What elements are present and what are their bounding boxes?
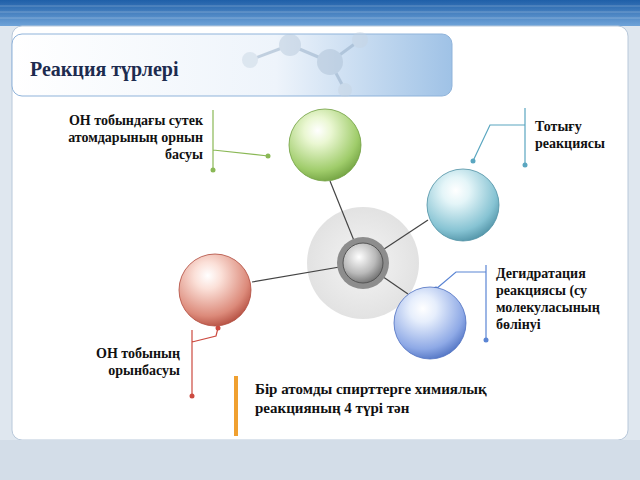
top-band [0, 0, 640, 26]
sphere-node: Дегидратация реакциясы (су молекуласының… [393, 286, 467, 360]
node-label: ОН тобының орынбасуы [40, 345, 180, 379]
slide-title: Реакция түрлері [30, 58, 178, 81]
sphere-outline [426, 168, 500, 242]
sphere-outline [393, 286, 467, 360]
center-sphere [343, 243, 383, 283]
content-panel [12, 26, 628, 440]
note-bar [234, 376, 238, 436]
sphere [427, 169, 499, 241]
spokes [252, 181, 428, 294]
sphere-outline [178, 253, 252, 327]
sphere-node: ОН тобының орынбасуы [178, 253, 252, 327]
center-ring [337, 237, 389, 289]
sphere [289, 109, 361, 181]
summary-note: Бір атомды спирттерге химиялық реакцияны… [255, 380, 525, 418]
bottom-band [0, 440, 640, 480]
node-label: Тотығу реакциясы [535, 118, 627, 152]
title-banner [12, 34, 452, 96]
band-stripes [0, 6, 640, 18]
sphere-node: Тотығу реакциясы [426, 168, 500, 242]
node-label: Дегидратация реакциясы (су молекуласының… [496, 265, 624, 333]
sphere-node: ОН тобындағы сутек атомдарының орнын бас… [288, 108, 362, 182]
sphere-outline [288, 108, 362, 182]
node-label: ОН тобындағы сутек атомдарының орнын бас… [53, 112, 203, 163]
molecule-illustration [242, 32, 368, 97]
sphere [179, 254, 251, 326]
leader-lines [192, 108, 525, 396]
sphere [394, 287, 466, 359]
